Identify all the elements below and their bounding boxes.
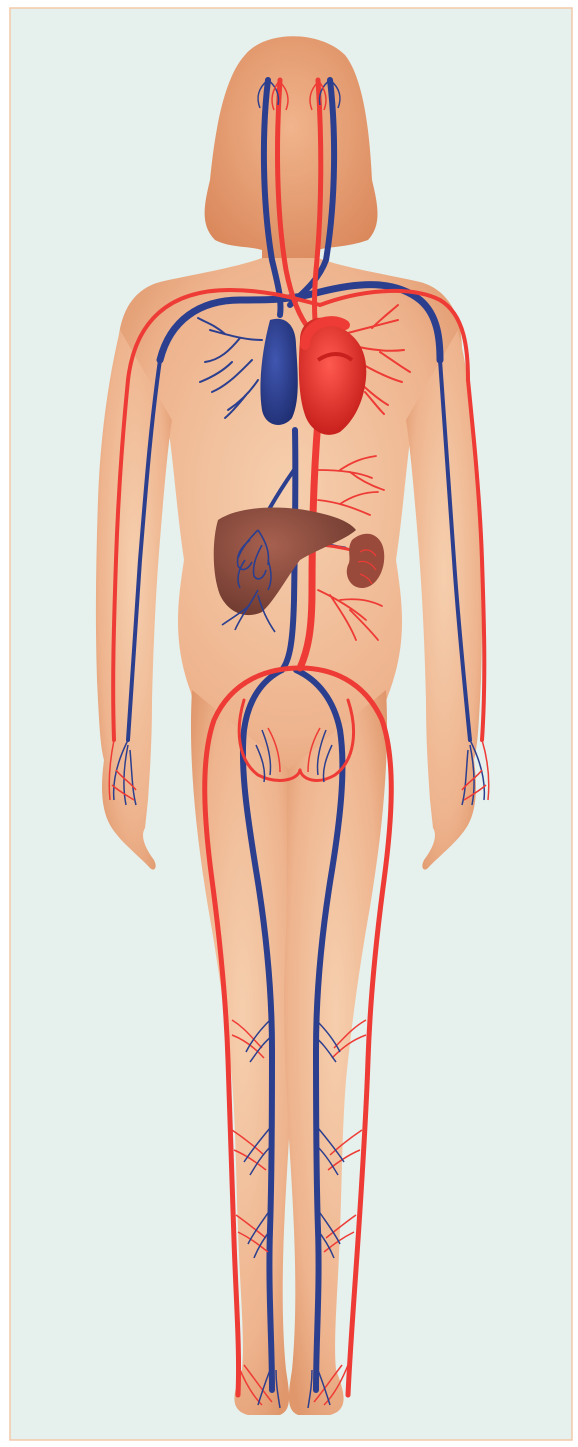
heart bbox=[260, 318, 366, 435]
